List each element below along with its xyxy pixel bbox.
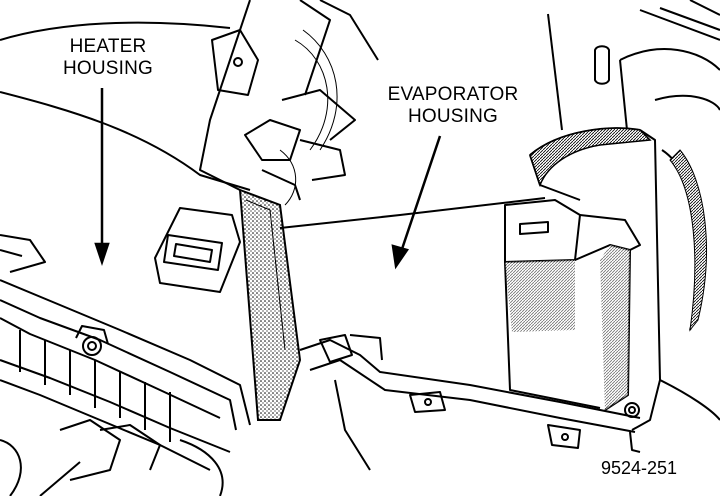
heater-housing-arrowhead	[94, 242, 110, 266]
callout-arrows	[94, 88, 442, 270]
evaporator-housing-label-line2: HOUSING	[407, 106, 499, 127]
figure-code: 9524-251	[601, 458, 678, 478]
heater-core-panel	[238, 188, 302, 421]
heater-housing-drawing	[0, 21, 251, 496]
evaporator-shaded-scroll	[505, 127, 707, 410]
heater-housing-label: HEATER HOUSING	[48, 36, 168, 80]
center-blower-duct-drawing	[154, 0, 379, 293]
evaporator-housing-arrow	[398, 135, 442, 256]
heater-housing-label-line2: HOUSING	[62, 58, 154, 79]
evaporator-housing-arrowhead	[391, 244, 410, 270]
evaporator-housing-label-line1: EVAPORATOR	[387, 84, 519, 105]
evaporator-housing-label: EVAPORATOR HOUSING	[378, 84, 528, 128]
evaporator-housing-drawing	[279, 0, 720, 471]
heater-housing-label-line1: HEATER	[69, 36, 147, 57]
